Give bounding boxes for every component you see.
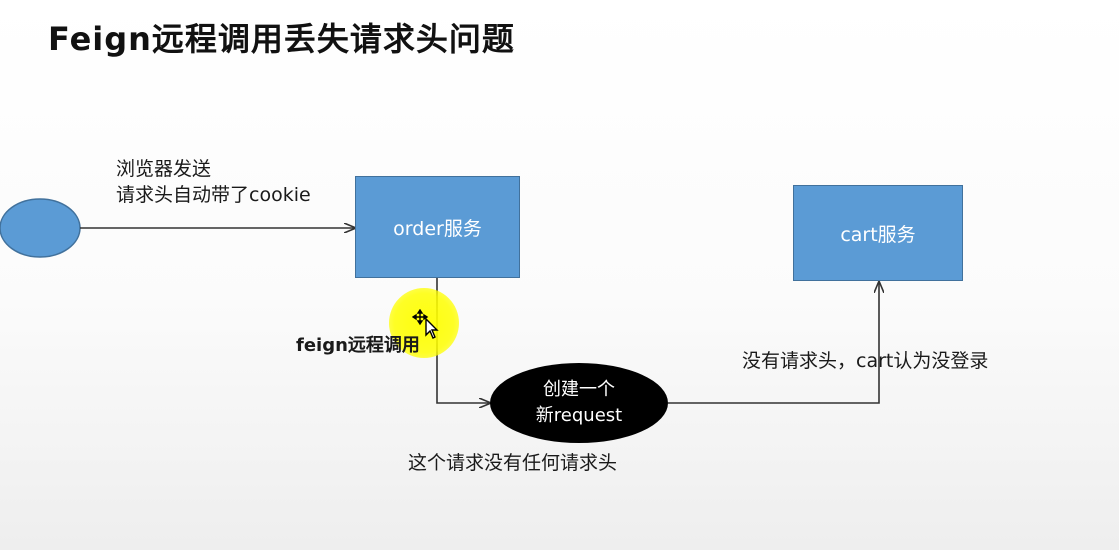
cursor-highlight <box>389 288 459 358</box>
browser-client-node <box>0 198 81 258</box>
new-request-label: 创建一个 新request <box>509 377 649 429</box>
new-request-label-line1: 创建一个 <box>543 379 615 400</box>
feign-call-label: feign远程调用 <box>296 335 420 356</box>
browser-request-label-line1: 浏览器发送 <box>116 158 212 180</box>
order-service-label: order服务 <box>393 217 482 240</box>
order-service-box: order服务 <box>355 176 520 278</box>
new-request-label-line2: 新request <box>535 405 623 426</box>
page-title: Feign远程调用丢失请求头问题 <box>48 20 515 58</box>
cart-service-box: cart服务 <box>793 185 963 281</box>
arrow-new-request-to-cart <box>668 282 879 404</box>
cart-not-logged-in-label: 没有请求头，cart认为没登录 <box>742 350 989 372</box>
browser-request-label-line2: 请求头自动带了cookie <box>116 184 311 206</box>
no-header-label: 这个请求没有任何请求头 <box>408 452 618 474</box>
new-request-node <box>490 363 668 443</box>
move-cursor-icon <box>412 309 439 339</box>
cart-service-label: cart服务 <box>840 223 916 246</box>
